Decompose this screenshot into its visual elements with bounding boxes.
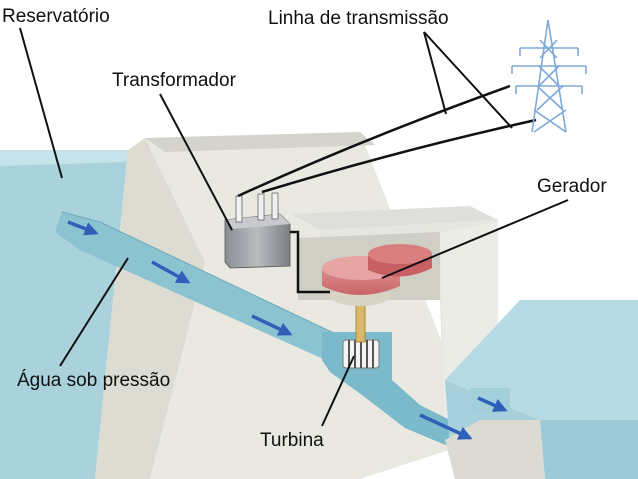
- transmission-line-2: [261, 118, 537, 194]
- leader-transmission-b: [423, 31, 513, 129]
- dam-face-shadow: [95, 138, 205, 479]
- leader-lines: [19, 27, 569, 427]
- flow-arrow-icon: [67, 220, 99, 236]
- transformer: [224, 192, 291, 269]
- flow-arrow-icon: [251, 314, 293, 336]
- penstock-top-edge: [61, 211, 341, 337]
- flow-arrows: [67, 220, 508, 440]
- label-transmission-line: Linha de transmissão: [268, 8, 449, 29]
- generator: [322, 244, 432, 306]
- transmission-line-1: [237, 84, 511, 198]
- turbine: [342, 339, 380, 369]
- leader-transformer: [159, 93, 233, 231]
- label-transformer: Transformador: [112, 70, 236, 91]
- leader-reservoir: [19, 27, 63, 179]
- flow-arrow-icon: [419, 413, 473, 440]
- tailwater-front: [540, 420, 638, 479]
- transmission-tower-icon: [511, 19, 587, 133]
- leader-turbine: [321, 355, 355, 427]
- dam-top: [145, 132, 375, 152]
- powerhouse-top: [292, 206, 498, 230]
- flow-arrow-icon: [151, 260, 191, 284]
- label-generator: Gerador: [537, 176, 607, 197]
- leader-generator: [381, 199, 569, 279]
- generator-cable: [290, 230, 330, 294]
- leader-pressurized-water: [59, 257, 129, 367]
- leader-transmission-a: [423, 31, 447, 115]
- flow-arrow-icon: [477, 396, 508, 412]
- label-pressurized-water: Água sob pressão: [17, 370, 171, 391]
- label-reservoir: Reservatório: [2, 6, 110, 27]
- label-turbine: Turbina: [260, 430, 324, 451]
- reservoir-surface: [0, 150, 130, 166]
